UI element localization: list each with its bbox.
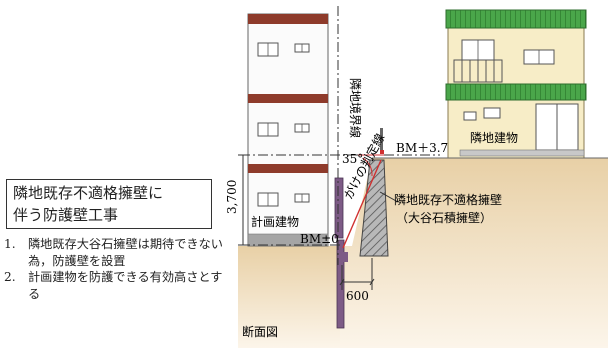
notes-list: 1. 隣地既存大谷石擁壁は期待できない為，防護壁を設置 2. 計画建物を防護でき…	[4, 236, 232, 302]
lower-ground	[238, 246, 340, 348]
planned-building	[247, 13, 329, 247]
neighbor-building-label: 隣地建物	[470, 130, 518, 145]
width-dimension	[339, 258, 375, 290]
title-line-1: 隣地既存不適格擁壁に	[13, 184, 164, 202]
note-text: 隣地既存大谷石擁壁は期待できない為，防護壁を設置	[28, 237, 223, 268]
section-label: 断面図	[242, 324, 278, 339]
bm-top-label: BM＋3.7	[396, 141, 448, 155]
note-number: 1.	[4, 237, 16, 251]
bm-zero-label: BM±0	[300, 232, 339, 246]
upper-ground	[340, 158, 608, 348]
planned-building-label: 計画建物	[251, 214, 299, 229]
height-dimension	[238, 154, 248, 246]
existing-retaining-wall	[359, 159, 389, 257]
boundary-label: 隣地境界線	[348, 78, 363, 138]
title-box: 隣地既存不適格擁壁に 伴う防護壁工事	[6, 179, 212, 229]
fence-post	[380, 128, 383, 150]
height-dimension-label: 3,700	[225, 180, 239, 214]
neighbor-building	[445, 9, 587, 159]
width-dimension-label: 600	[346, 289, 369, 303]
retaining-wall-label-1: 隣地既存不適格擁壁	[394, 192, 502, 207]
cliff-judgment-line	[342, 159, 382, 249]
wall-leader	[379, 191, 399, 203]
angle-arc	[362, 157, 373, 177]
note-item: 2. 計画建物を防護できる有効高さとする	[4, 269, 232, 302]
title-line-2: 伴う防護壁工事	[13, 206, 119, 224]
retaining-wall-label-2: （大谷石積擁壁）	[396, 210, 492, 225]
note-item: 1. 隣地既存大谷石擁壁は期待できない為，防護壁を設置	[4, 236, 232, 269]
note-text: 計画建物を防護できる有効高さとする	[28, 270, 223, 301]
angle-label: 35°	[342, 152, 363, 166]
note-number: 2.	[4, 270, 16, 284]
